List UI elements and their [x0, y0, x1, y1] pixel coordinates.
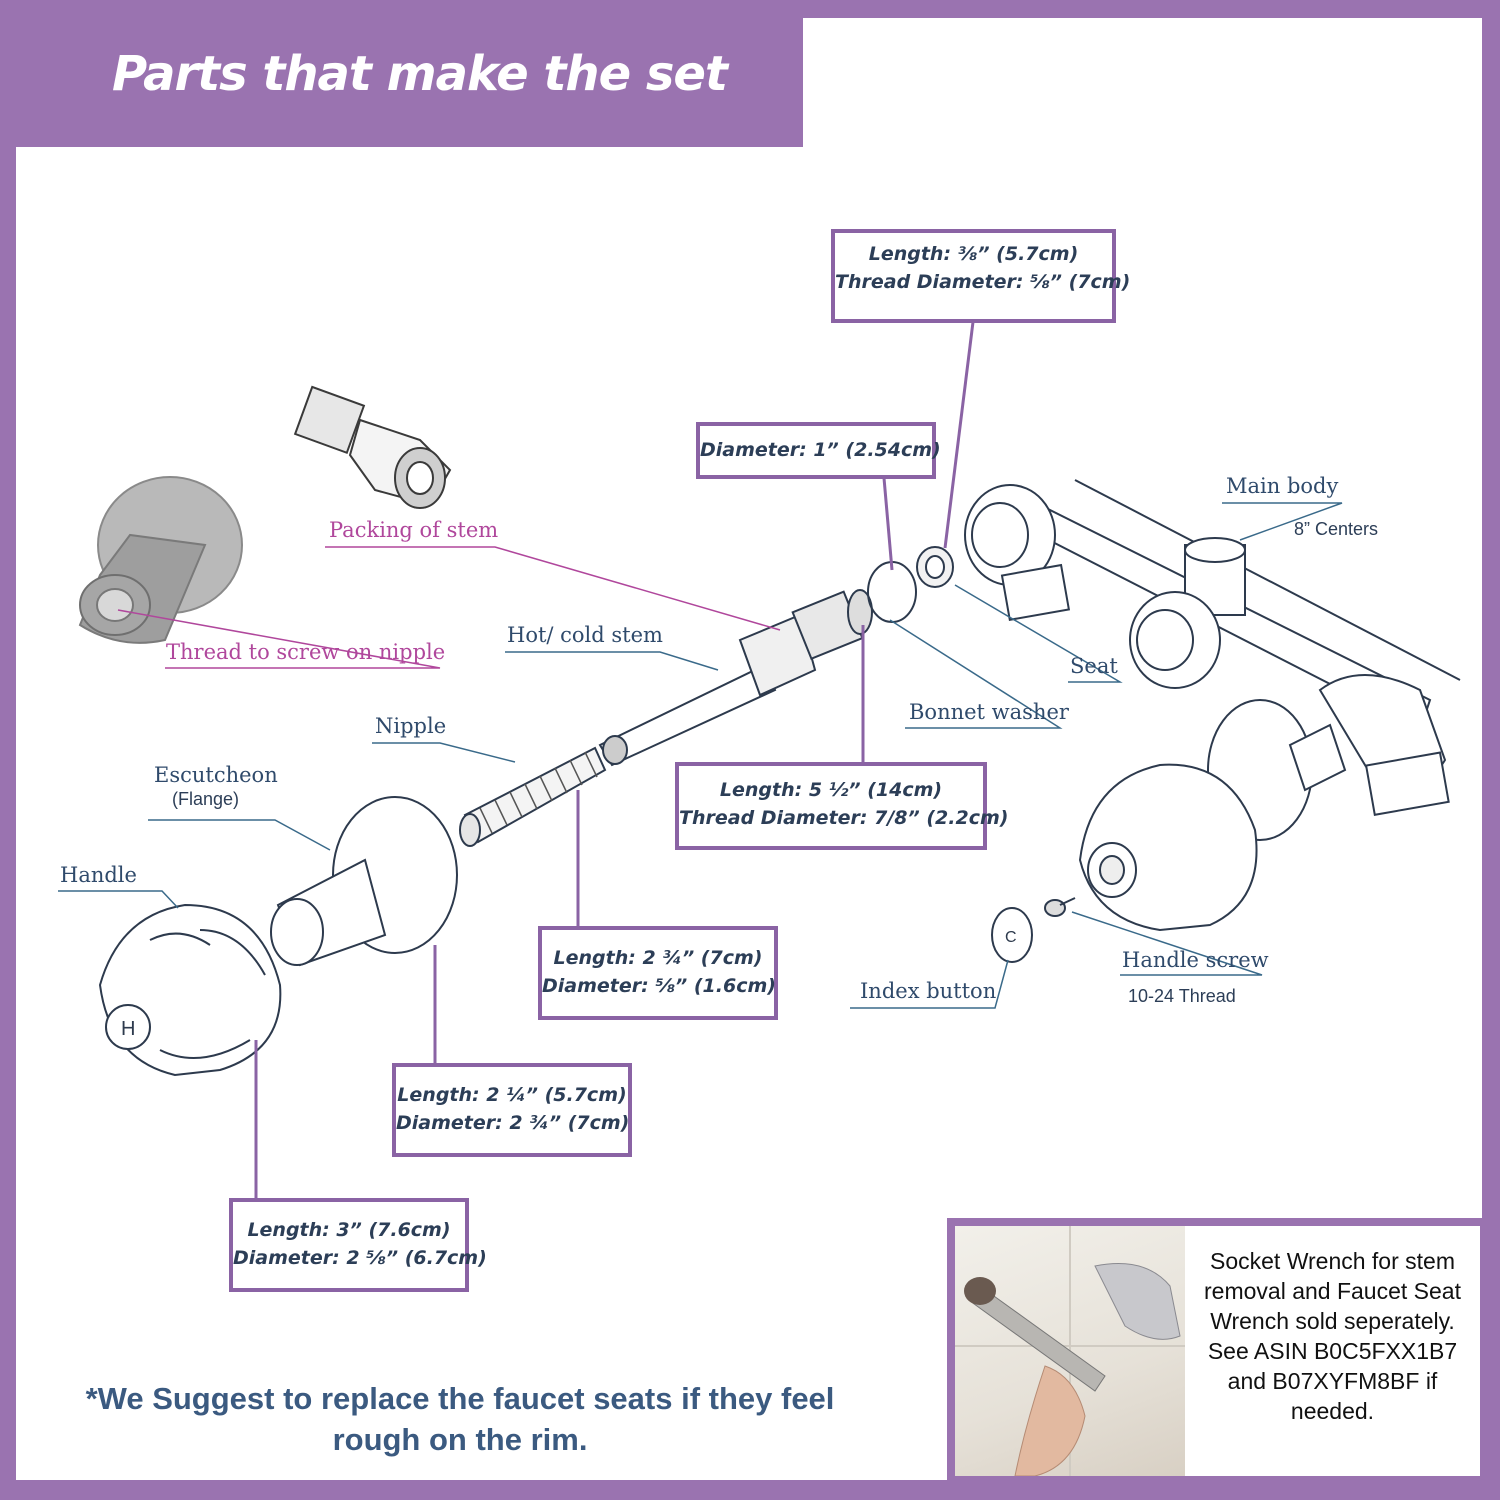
- label-escutcheon: Escutcheon: [154, 763, 278, 787]
- spec-washer-diameter: Diameter: 1” (2.54cm): [700, 439, 941, 461]
- spec-box-seat: Length: ⅜” (5.7cm) Thread Diameter: ⅝” (…: [831, 229, 1131, 323]
- spec-connectors: [254, 321, 975, 1198]
- spec-handle-length: Length: 3” (7.6cm): [247, 1219, 451, 1241]
- spec-box-handle: Length: 3” (7.6cm) Diameter: 2 ⅝” (6.7cm…: [229, 1198, 487, 1292]
- title-banner: [0, 0, 803, 147]
- spec-escutcheon-diameter: Diameter: 2 ¾” (7cm): [396, 1112, 630, 1134]
- handle-illustration: [98, 903, 282, 1077]
- page-title: Parts that make the set: [112, 46, 728, 102]
- label-thread-spec: 10-24 Thread: [1128, 986, 1236, 1006]
- pink-leader-lines: [117, 546, 781, 669]
- spec-stem-thread: Thread Diameter: 7/8” (2.2cm): [679, 807, 1009, 829]
- spec-box-stem: Length: 5 ½” (14cm) Thread Diameter: 7/8…: [675, 762, 1009, 850]
- spec-nipple-diameter: Diameter: ⅝” (1.6cm): [542, 975, 776, 997]
- nipple-illustration: [459, 746, 607, 847]
- index-button-illustration: [991, 907, 1033, 963]
- main-body-illustration: [964, 479, 1461, 816]
- spec-box-escutcheon: Length: 2 ¼” (5.7cm) Diameter: 2 ¾” (7cm…: [392, 1063, 632, 1157]
- label-bonnet-washer: Bonnet washer: [909, 700, 1069, 724]
- escutcheon-flange-illustration: [270, 796, 458, 967]
- spec-box-washer: Diameter: 1” (2.54cm): [696, 422, 941, 479]
- seat-replacement-note: *We Suggest to replace the faucet seats …: [85, 1381, 835, 1457]
- spec-escutcheon-length: Length: 2 ¼” (5.7cm): [397, 1084, 627, 1106]
- hot-cold-stem-illustration: [598, 589, 873, 767]
- label-index-button: Index button: [860, 979, 997, 1003]
- handle-screw-illustration: [1044, 897, 1076, 917]
- escutcheon-cup-illustration: [78, 476, 243, 644]
- label-main-body: Main body: [1226, 474, 1339, 498]
- handle-hot-letter: H: [121, 1018, 135, 1040]
- wrench-note: Socket Wrench for stem removal and Fauce…: [1185, 1226, 1480, 1476]
- label-handle: Handle: [60, 863, 137, 887]
- leader-lines: [58, 502, 1343, 1009]
- wrench-photo: [955, 1226, 1185, 1476]
- assembled-handle-illustration: [1078, 699, 1347, 932]
- bonnet-washer-illustration: [867, 561, 917, 623]
- spec-stem-length: Length: 5 ½” (14cm): [719, 779, 943, 801]
- spec-seat-length: Length: ⅜” (5.7cm): [868, 243, 1079, 265]
- spec-nipple-length: Length: 2 ¾” (7cm): [553, 947, 763, 969]
- spec-box-nipple: Length: 2 ¾” (7cm) Diameter: ⅝” (1.6cm): [538, 926, 778, 1020]
- spec-handle-diameter: Diameter: 2 ⅝” (6.7cm): [233, 1247, 487, 1269]
- spec-seat-thread: Thread Diameter: ⅝” (7cm): [835, 271, 1131, 293]
- label-centers: 8” Centers: [1294, 519, 1379, 539]
- label-flange: (Flange): [172, 789, 240, 809]
- index-button-letter: C: [1005, 929, 1017, 946]
- label-seat: Seat: [1070, 654, 1118, 678]
- packing-nut-illustration: [293, 385, 452, 509]
- label-handle-screw: Handle screw: [1122, 948, 1269, 972]
- label-hot-cold-stem: Hot/ cold stem: [507, 623, 663, 647]
- label-thread-to-screw: Thread to screw on nipple: [166, 640, 446, 664]
- label-nipple: Nipple: [375, 714, 447, 738]
- label-packing-of-stem: Packing of stem: [329, 518, 499, 542]
